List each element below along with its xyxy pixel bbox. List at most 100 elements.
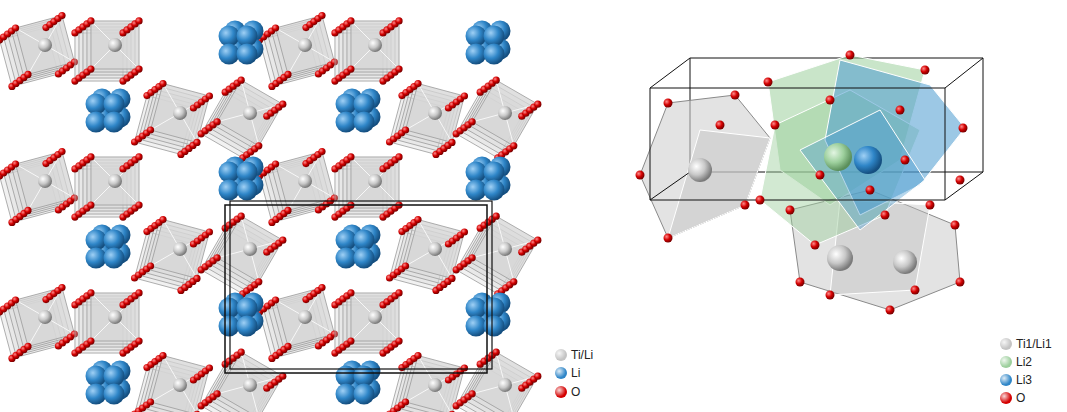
atom [135, 153, 142, 160]
atom [219, 162, 240, 183]
atom [279, 237, 286, 244]
octahedron [71, 17, 142, 84]
atom [12, 160, 19, 167]
atom [135, 65, 142, 72]
octahedron [0, 12, 78, 90]
atom [764, 78, 773, 87]
atom [461, 364, 468, 371]
atom [318, 12, 325, 19]
atom [24, 343, 31, 350]
atom [466, 316, 487, 337]
coordination-view [636, 51, 984, 315]
legend-label: Ti/Li [571, 348, 593, 362]
atom [284, 207, 291, 214]
octahedron [198, 213, 287, 298]
atom [395, 65, 402, 72]
atom [466, 162, 487, 183]
lithium-cluster [466, 157, 511, 201]
atom [428, 378, 442, 392]
atom [336, 112, 357, 133]
atom [108, 310, 122, 324]
atom [395, 17, 402, 24]
atom [448, 411, 455, 412]
atom [87, 65, 94, 72]
atom [193, 411, 200, 412]
atom [135, 337, 142, 344]
atom [135, 17, 142, 24]
atom [237, 162, 258, 183]
atom [347, 17, 354, 24]
structure-view [0, 12, 541, 412]
atom [448, 139, 455, 146]
lithium-cluster [336, 225, 381, 269]
atom [86, 230, 107, 251]
atom [238, 349, 245, 356]
octahedron [256, 148, 338, 226]
unit-cell [225, 205, 487, 373]
atom [214, 390, 221, 397]
atom [193, 139, 200, 146]
atom [414, 216, 421, 223]
atom [347, 337, 354, 344]
octahedron [0, 148, 78, 226]
legend-swatch [1000, 338, 1012, 350]
atom [428, 106, 442, 120]
atom [237, 298, 258, 319]
atom [510, 142, 517, 149]
lithium-cluster [219, 157, 264, 201]
atom [219, 44, 240, 65]
atom [354, 248, 375, 269]
atom [86, 112, 107, 133]
atom [466, 44, 487, 65]
atom [243, 106, 257, 120]
atom [846, 51, 855, 60]
atom [664, 234, 673, 243]
atom [498, 378, 512, 392]
atom [298, 38, 312, 52]
atom [298, 174, 312, 188]
atom [347, 289, 354, 296]
atom [272, 24, 279, 31]
atom [414, 352, 421, 359]
atom [368, 174, 382, 188]
atom [741, 201, 750, 210]
atom [243, 378, 257, 392]
lithium-cluster [336, 361, 381, 405]
octahedron [386, 352, 468, 412]
atom [135, 201, 142, 208]
atom [395, 153, 402, 160]
atom [664, 99, 673, 108]
atom [272, 160, 279, 167]
legend-label: Li [571, 366, 580, 380]
lithium-cluster [86, 225, 131, 269]
octahedron [453, 349, 542, 412]
atom [214, 118, 221, 125]
atom [354, 230, 375, 251]
atom [534, 237, 541, 244]
octahedron [386, 216, 468, 294]
atom [824, 143, 852, 171]
lithium-cluster [336, 89, 381, 133]
atom [206, 92, 213, 99]
atom [237, 26, 258, 47]
atom [448, 275, 455, 282]
octahedron [453, 213, 542, 298]
atom [414, 80, 421, 87]
atom [493, 349, 500, 356]
atom [854, 146, 882, 174]
unit-cell [230, 201, 492, 369]
legend-label: Ti1/Li1 [1016, 337, 1052, 351]
atom [484, 162, 505, 183]
octahedron [131, 216, 213, 294]
legend-swatch [1000, 356, 1012, 368]
atom [354, 112, 375, 133]
legend-entry: Li [555, 366, 580, 380]
atom [336, 384, 357, 405]
atom [461, 92, 468, 99]
atom [811, 241, 820, 250]
atom [956, 176, 965, 185]
atom [893, 250, 917, 274]
atom [173, 378, 187, 392]
